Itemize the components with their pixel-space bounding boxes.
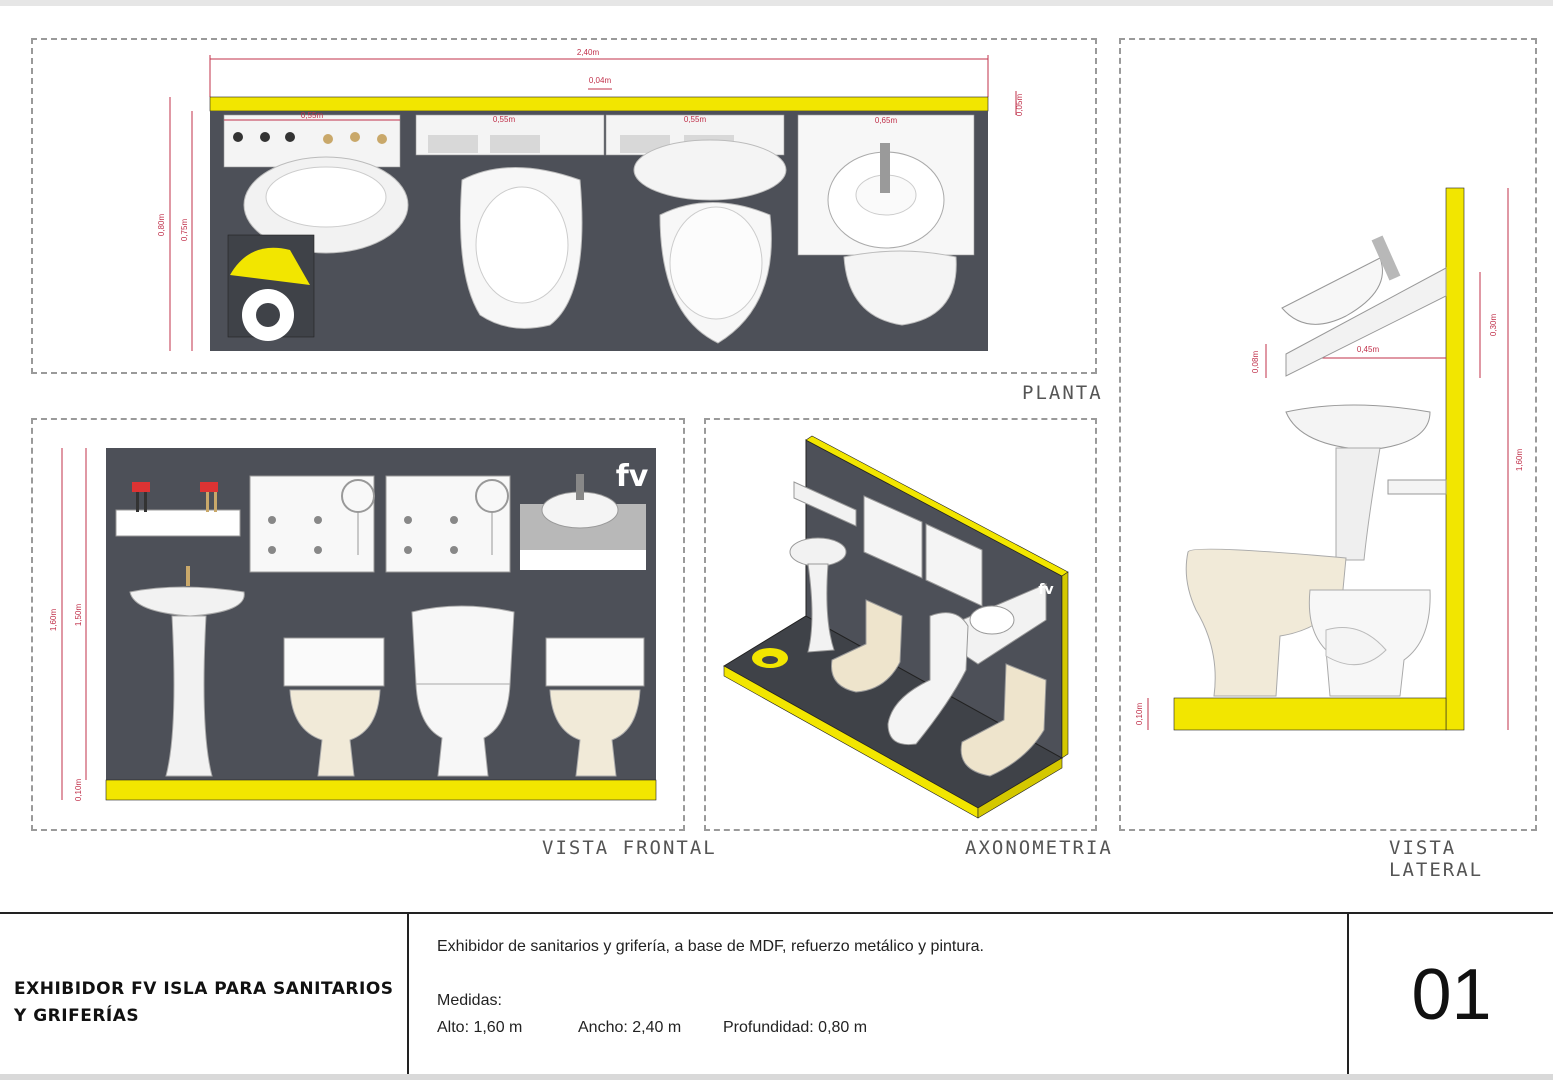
top-edge-strip: [0, 0, 1553, 6]
frontal-yellow-base: [105, 779, 657, 801]
medida-profundidad: Profundidad: 0,80 m: [723, 1019, 868, 1036]
planta-dim-gap: 0,04m: [589, 76, 612, 85]
vista-frontal-frame: [31, 418, 685, 831]
title-block-divider-1: [407, 914, 409, 1076]
project-title-line-1: EXHIBIDOR FV ISLA PARA SANITARIOS: [14, 979, 394, 999]
planta-dim-plinth: 0,05m: [1015, 94, 1024, 117]
frontal-toilet-1: [289, 689, 381, 777]
frontal-dim-base: 0,10m: [74, 779, 83, 802]
vista-frontal-drawing: 1,60m 1,50m 0,10m fv: [49, 448, 657, 802]
frontal-dim-height-total: 1,60m: [49, 609, 58, 632]
planta-yellow-rail: [209, 96, 989, 112]
lateral-vessel-sink: [1281, 257, 1383, 325]
axon-pedestal-sink: [789, 537, 847, 567]
axon-toilet-2: [887, 612, 969, 746]
axon-toilet-3: [960, 663, 1047, 777]
planta-drawing: 2,40m 0,04m 0,05m 0,80m 0,75m 0,55m 0,55…: [157, 48, 1024, 351]
title-block: EXHIBIDOR FV ISLA PARA SANITARIOS Y GRIF…: [0, 912, 1553, 1076]
vista-lateral-label: VISTA LATERAL: [1389, 837, 1484, 881]
lateral-yellow-base: [1173, 697, 1447, 731]
planta-dim-depth-inner: 0,75m: [180, 219, 189, 242]
frontal-dim-height-panel: 1,50m: [74, 604, 83, 627]
lateral-dim-shelf-height: 0,30m: [1489, 314, 1498, 337]
frontal-toilet-3: [549, 689, 641, 777]
axonometria-drawing: fv: [723, 435, 1069, 819]
planta-frame: [31, 38, 1097, 374]
axonometria-label: AXONOMETRIA: [965, 837, 1113, 859]
planta-dim-module-4: 0,65m: [875, 116, 898, 125]
planta-dim-total: 2,40m: [577, 48, 600, 57]
lateral-pedestal-sink: [1285, 404, 1431, 451]
lateral-dim-shelf-thickness: 0,08m: [1251, 351, 1260, 374]
project-description: Exhibidor de sanitarios y grifería, a ba…: [437, 938, 984, 955]
planta-dim-depth-outer: 0,80m: [157, 214, 166, 237]
medidas-label: Medidas:: [437, 992, 502, 1009]
axonometria-frame: [704, 418, 1097, 831]
vista-lateral-frame: [1119, 38, 1537, 831]
planta-dim-module-1: 0,55m: [301, 111, 324, 120]
axon-fv-logo: fv: [1038, 582, 1053, 598]
bottom-edge-strip: [0, 1074, 1553, 1080]
lateral-yellow-wall: [1445, 187, 1465, 731]
vista-frontal-label: VISTA FRONTAL: [542, 837, 717, 859]
medida-alto: Alto: 1,60 m: [437, 1019, 523, 1036]
frontal-fv-logo: fv: [616, 459, 649, 494]
vista-lateral-drawing: 1,60m 0,30m 0,45m 0,08m 0,10m: [1135, 187, 1524, 731]
lateral-toilet-1: [1185, 548, 1347, 697]
title-block-divider-2: [1347, 914, 1349, 1076]
frontal-shower-panel-1: [249, 475, 375, 573]
frontal-shower-panel-2: [385, 475, 511, 573]
lateral-dim-shelf-depth: 0,45m: [1357, 345, 1380, 354]
project-title: EXHIBIDOR FV ISLA PARA SANITARIOS Y GRIF…: [14, 976, 394, 1030]
axon-toilet-1: [831, 599, 903, 693]
planta-label: PLANTA: [1022, 382, 1103, 404]
frontal-toilet-2: [415, 683, 511, 777]
medida-ancho: Ancho: 2,40 m: [578, 1019, 682, 1036]
planta-dim-module-2: 0,55m: [493, 115, 516, 124]
sheet-number: 01: [1411, 955, 1492, 1035]
planta-dim-module-3: 0,55m: [684, 115, 707, 124]
project-title-line-2: Y GRIFERÍAS: [14, 1006, 140, 1026]
lateral-dim-base: 0,10m: [1135, 703, 1144, 726]
frontal-pedestal-sink: [129, 586, 245, 617]
lateral-dim-height-total: 1,60m: [1515, 449, 1524, 472]
